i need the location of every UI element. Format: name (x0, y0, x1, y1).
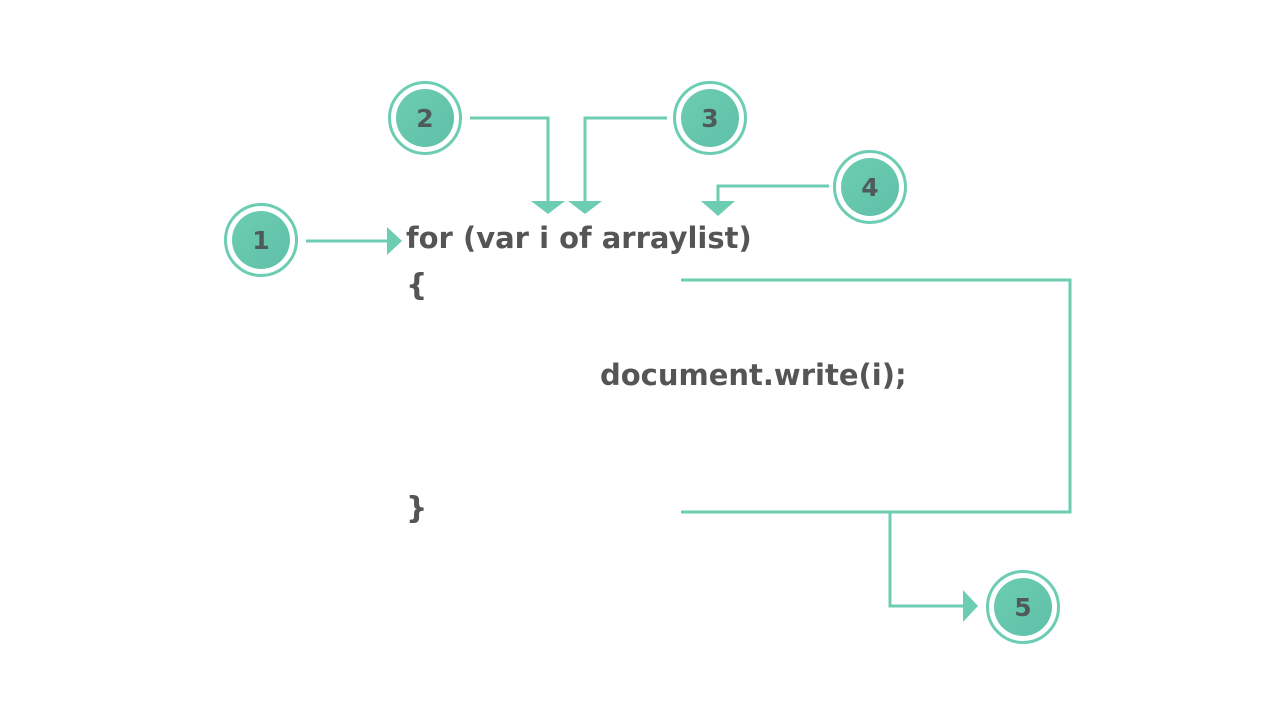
callout-4: 4 (833, 150, 907, 224)
connector-2 (470, 116, 550, 203)
callout-2: 2 (388, 81, 462, 155)
code-body-statement: document.write(i); (600, 358, 907, 392)
callout-1-label: 1 (232, 211, 290, 269)
arrowhead-4 (701, 201, 735, 216)
code-close-brace: } (406, 491, 428, 526)
loop-bracket (681, 278, 1072, 514)
callout-1: 1 (224, 203, 298, 277)
arrowhead-2 (531, 201, 565, 214)
code-open-brace: { (406, 268, 428, 303)
arrowhead-3 (568, 201, 602, 214)
callout-5: 5 (986, 570, 1060, 644)
connector-4 (716, 184, 829, 203)
callout-5-label: 5 (994, 578, 1052, 636)
arrowhead-1 (387, 227, 402, 255)
connector-5 (888, 512, 966, 608)
callout-3-label: 3 (681, 89, 739, 147)
arrowhead-5 (963, 590, 978, 622)
callout-2-label: 2 (396, 89, 454, 147)
callout-3: 3 (673, 81, 747, 155)
code-loop-header: for (var i of arraylist) (406, 221, 752, 255)
callout-4-label: 4 (841, 158, 899, 216)
connector-3 (583, 116, 667, 203)
